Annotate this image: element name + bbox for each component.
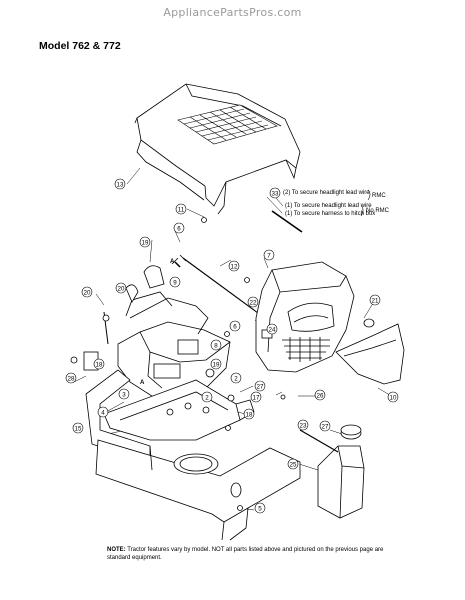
callout-33-line3: (1) To secure harness to hitch box bbox=[285, 211, 375, 217]
part-number-label: 6 bbox=[177, 225, 181, 232]
callout-33-normc: No RMC bbox=[366, 208, 390, 214]
leader-lines bbox=[73, 167, 394, 511]
part-number-label: 12 bbox=[231, 263, 238, 270]
part-number-label: 3 bbox=[122, 391, 126, 398]
callout-33-line1: (2) To secure headlight lead wire bbox=[283, 190, 370, 196]
reference-markers: A A bbox=[140, 259, 175, 386]
part-number-label: 2 bbox=[234, 375, 238, 382]
part-number-label: 27 bbox=[257, 383, 264, 390]
part-number-label: 28 bbox=[68, 375, 75, 382]
part-number-label: 23 bbox=[300, 422, 307, 429]
part-number-label: 9 bbox=[173, 279, 177, 286]
part-number-label: 7 bbox=[267, 252, 271, 259]
hood-grille bbox=[177, 104, 278, 145]
note-text: Tractor features vary by model. NOT all … bbox=[107, 547, 384, 561]
part-number-label: 20 bbox=[84, 289, 91, 296]
part-number-label: 15 bbox=[75, 425, 82, 432]
part-number-label: 19 bbox=[213, 361, 220, 368]
part-number-label: 5 bbox=[258, 505, 262, 512]
part-number-label: 8 bbox=[214, 342, 218, 349]
callout-33-rmc: RMC bbox=[372, 193, 386, 199]
frame-chassis-part bbox=[85, 369, 301, 541]
part-number-label: 10 bbox=[390, 394, 397, 401]
headlight-lens-part bbox=[335, 318, 405, 385]
part-number-label: 2 bbox=[205, 394, 209, 401]
callout-circles bbox=[65, 178, 399, 514]
part-number-label: 4 bbox=[101, 409, 105, 416]
part-number-label: 27 bbox=[322, 423, 329, 430]
grille-housing-part bbox=[255, 261, 355, 373]
part-number-label: 19 bbox=[142, 239, 149, 246]
fuel-tank-part bbox=[299, 424, 365, 519]
part-number-label: 17 bbox=[253, 394, 260, 401]
marker-a: A bbox=[170, 259, 175, 265]
part-number-label: 11 bbox=[178, 206, 185, 213]
part-number-label: 21 bbox=[372, 297, 379, 304]
part-number-label: 26 bbox=[317, 392, 324, 399]
tie-strap-part bbox=[271, 189, 371, 233]
part-number-label: 25 bbox=[290, 461, 297, 468]
part-number-label: 22 bbox=[250, 299, 257, 306]
marker-a: A bbox=[140, 380, 145, 386]
model-title: Model 762 & 772 bbox=[39, 40, 121, 52]
callout-33-text: (2) To secure headlight lead wire RMC (1… bbox=[283, 190, 390, 217]
hood-part bbox=[134, 83, 301, 215]
part-number-label: 24 bbox=[269, 326, 276, 333]
site-watermark: AppliancePartsPros.com bbox=[163, 6, 302, 19]
part-number-label: 18 bbox=[96, 361, 103, 368]
part-number-label: 13 bbox=[117, 181, 124, 188]
support-rod-part bbox=[143, 254, 263, 317]
part-number-label: 6 bbox=[233, 323, 237, 330]
note-label: NOTE: bbox=[107, 547, 126, 553]
part-number-label: 33 bbox=[272, 190, 279, 197]
part-number-label: 18 bbox=[246, 411, 253, 418]
part-number-label: 20 bbox=[118, 285, 125, 292]
footnote: NOTE: Tractor features vary by model. NO… bbox=[107, 547, 407, 562]
callout-33-line2: (1) To secure headlight lead wire bbox=[285, 203, 372, 209]
part-number-labels: 13 33 11 6 12 7 19 9 20 8 21 24 6 22 10 … bbox=[68, 181, 397, 512]
